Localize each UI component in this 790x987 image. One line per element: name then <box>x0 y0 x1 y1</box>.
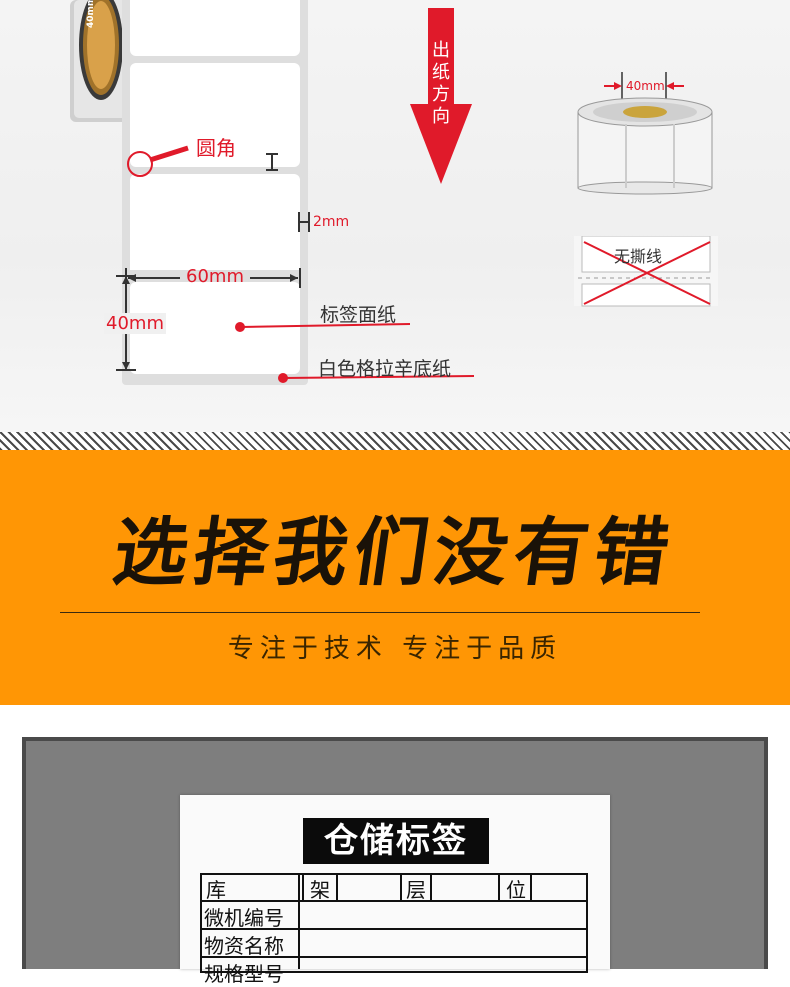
label-3 <box>130 174 300 270</box>
label-top <box>130 0 300 56</box>
slogan-subtitle: 专注于技术 专注于品质 <box>227 634 563 664</box>
label-cell-ceng: 层 <box>406 878 426 902</box>
label-cell-jia: 架 <box>310 878 330 902</box>
face-paper-label: 标签面纸 <box>320 304 397 326</box>
no-tear-line-illustration <box>574 236 718 307</box>
gap-marker-2 <box>298 212 310 232</box>
core-label: 40mm <box>626 79 665 93</box>
label-cell-ku: 库 <box>206 878 226 902</box>
slogan-banner <box>0 450 790 705</box>
width-label: 60mm <box>186 266 244 287</box>
label-row-computer-no: 微机编号 <box>204 906 284 930</box>
label-cell-wei: 位 <box>506 878 526 902</box>
rounded-corner-marker <box>127 145 189 177</box>
gap-marker-1 <box>266 153 278 171</box>
storage-label-title: 仓储标签 <box>303 818 489 864</box>
gap-label: 2mm <box>313 214 350 230</box>
paper-direction-arrow-icon <box>410 8 472 184</box>
roll-side-text: 40mm <box>86 0 96 28</box>
label-2 <box>130 63 300 167</box>
face-paper-pointer <box>235 322 411 332</box>
label-row-material-name: 物资名称 <box>204 934 284 958</box>
height-label: 40mm <box>104 313 166 334</box>
label-spec-diagram: 40mm 圆角 2mm 60mm 40mm <box>0 0 790 432</box>
label-roll-side-icon <box>70 0 130 122</box>
rounded-corner-label: 圆角 <box>196 136 236 160</box>
slogan-title: 选择我们没有错 <box>108 510 681 596</box>
label-row-spec: 规格型号 <box>204 962 284 986</box>
stripe-divider <box>0 432 790 450</box>
label-roll-front-icon <box>577 72 713 195</box>
paper-direction-text: 出 纸 方 向 <box>432 40 450 127</box>
liner-label: 白色格拉辛底纸 <box>318 358 452 380</box>
liner-pointer <box>278 373 475 383</box>
no-tear-line-label: 无撕线 <box>614 247 663 266</box>
slogan-divider <box>60 612 700 613</box>
